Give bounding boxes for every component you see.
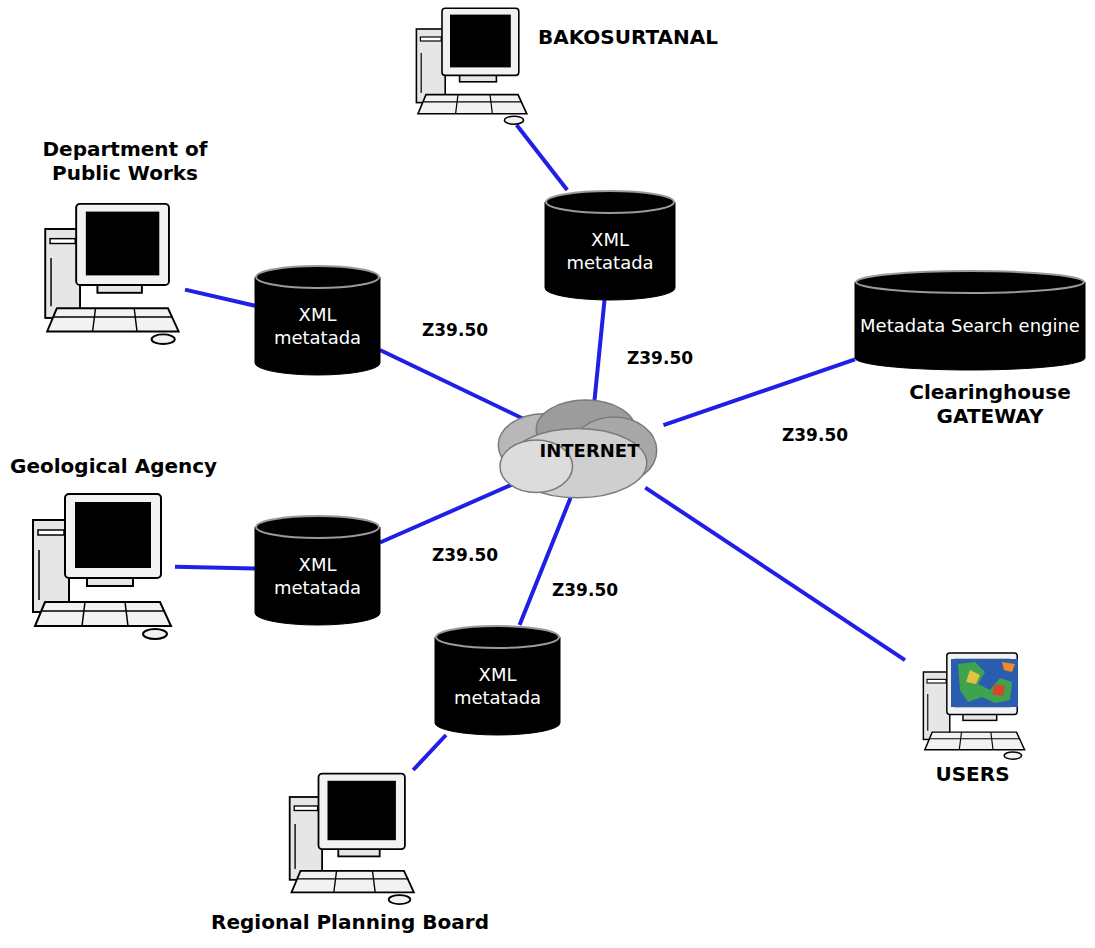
cylinder-body <box>435 637 560 735</box>
cylinder-top <box>436 626 559 648</box>
cylinder-top <box>546 191 674 213</box>
computer-label: BAKOSURTANAL <box>538 25 718 49</box>
computer-node: USERS <box>905 650 1040 760</box>
computer-icon <box>33 494 171 639</box>
cylinder-top <box>256 516 379 538</box>
computer-icon <box>290 774 414 905</box>
computer-label: USERS <box>905 762 1040 786</box>
network-link <box>380 350 524 419</box>
protocol-label: Z39.50 <box>779 424 851 446</box>
protocol-label: Z39.50 <box>549 579 621 601</box>
cylinder-text: Metadata Search engine <box>855 314 1085 337</box>
network-link <box>185 290 255 306</box>
computer-label: Regional Planning Board <box>190 910 510 934</box>
computer-label: Geological Agency <box>10 454 217 478</box>
computer-node: Geological Agency <box>25 490 175 640</box>
cylinder-top <box>856 271 1084 293</box>
network-link <box>380 480 521 542</box>
node-heading: Clearinghouse GATEWAY <box>895 380 1085 428</box>
network-link <box>594 300 604 402</box>
cylinder-text: XML metatada <box>545 228 675 275</box>
network-link <box>520 498 571 625</box>
computer-icon <box>923 653 1024 759</box>
metadata-cylinder: XML metatada <box>255 265 380 375</box>
metadata-cylinder: XML metatada <box>545 190 675 300</box>
computer-node: Regional Planning Board <box>270 770 430 905</box>
computer-node: Department of Public Works <box>35 200 185 345</box>
computer-icon <box>416 8 526 124</box>
protocol-label: Z39.50 <box>624 347 696 369</box>
network-link <box>175 567 255 569</box>
cylinder-body <box>545 202 675 300</box>
computer-node: BAKOSURTANAL <box>410 5 530 125</box>
cylinder-body <box>255 277 380 375</box>
cylinder-top <box>256 266 379 288</box>
network-link <box>645 488 905 661</box>
network-link <box>413 735 446 770</box>
cylinder-text: XML metatada <box>435 663 560 710</box>
search-engine-cylinder: Metadata Search engineClearinghouse GATE… <box>855 270 1085 370</box>
map-screen <box>951 659 1018 707</box>
cylinder-text: XML metatada <box>255 303 380 350</box>
cylinder-text: XML metatada <box>255 553 380 600</box>
cloud-label: INTERNET <box>495 440 684 461</box>
computer-label: Department of Public Works <box>20 137 230 185</box>
cylinder-body <box>855 282 1085 370</box>
internet-cloud: INTERNET <box>495 398 684 503</box>
metadata-cylinder: XML metatada <box>255 515 380 625</box>
metadata-cylinder: XML metatada <box>435 625 560 735</box>
cylinder-body <box>255 527 380 625</box>
protocol-label: Z39.50 <box>429 544 501 566</box>
computer-icon <box>45 204 178 344</box>
network-link <box>517 125 568 190</box>
network-link <box>663 359 855 425</box>
protocol-label: Z39.50 <box>419 319 491 341</box>
